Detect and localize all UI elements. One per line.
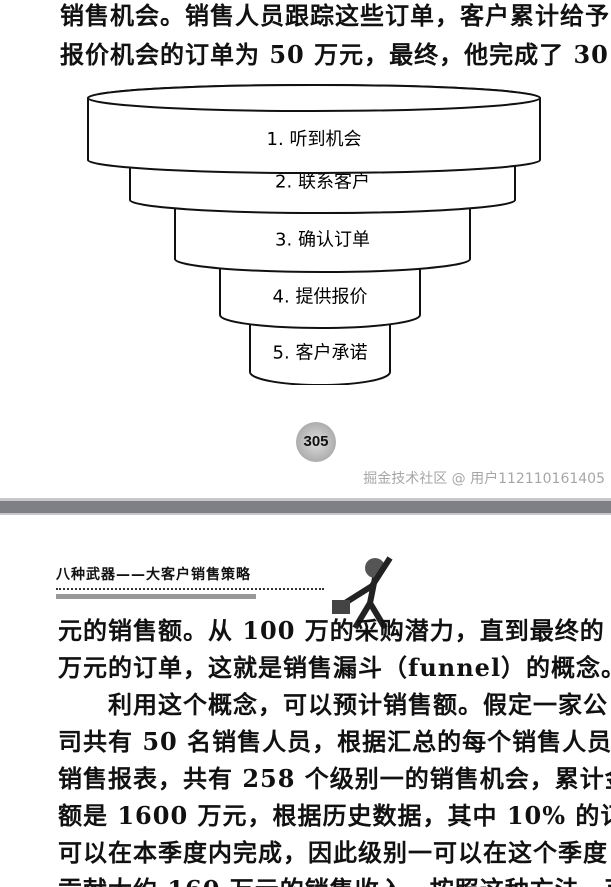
text-line: 贡献大约 160 万元的销售收入。按照这种方法，可 [58,876,611,887]
running-header: 八种武器——大客户销售策略 [56,567,251,583]
text-line: 司共有 50 名销售人员，根据汇总的每个销售人员的 [58,727,611,756]
text-line: 报价机会的订单为 50 万元，最终，他完成了 30 万 [60,40,611,69]
funnel-stage-label: 5. 客户承诺 [273,343,368,364]
text-line: 销售机会。销售人员跟踪这些订单，客户累计给予 [60,1,610,30]
page-separator [0,498,611,515]
funnel-stage-label: 2. 联系客户 [275,172,370,193]
funnel-stage-label: 4. 提供报价 [273,287,368,308]
funnel-stage: 1. 听到机会 [87,84,541,174]
header-rule [56,594,256,599]
sales-funnel-diagram: 5. 客户承诺 4. 提供报价 3. 确认订单 2. 联系客户 1. 听到机会 [87,84,541,385]
text-line: 可以在本季度内完成，因此级别一可以在这个季度 [58,838,608,867]
funnel-stage-label: 1. 听到机会 [267,129,362,150]
watermark: 掘金技术社区 @ 用户112110161405 [363,471,605,487]
funnel-stage-label: 3. 确认订单 [275,230,370,251]
text-line: 额是 1600 万元，根据历史数据，其中 10% 的订单 [58,801,611,830]
text-line: 利用这个概念，可以预计销售额。假定一家公 [58,690,608,719]
text-line: 销售报表，共有 258 个级别一的销售机会，累计金 [58,764,611,793]
page-number: 305 [296,422,336,462]
header-dotted-rule [56,588,324,590]
running-man-illustration [332,556,393,630]
funnel-stage-rim [87,84,541,112]
text-line: 万元的订单，这就是销售漏斗（funnel）的概念。 [58,653,611,682]
text-line: 元的销售额。从 100 万的采购潜力，直到最终的 30 [58,616,611,645]
